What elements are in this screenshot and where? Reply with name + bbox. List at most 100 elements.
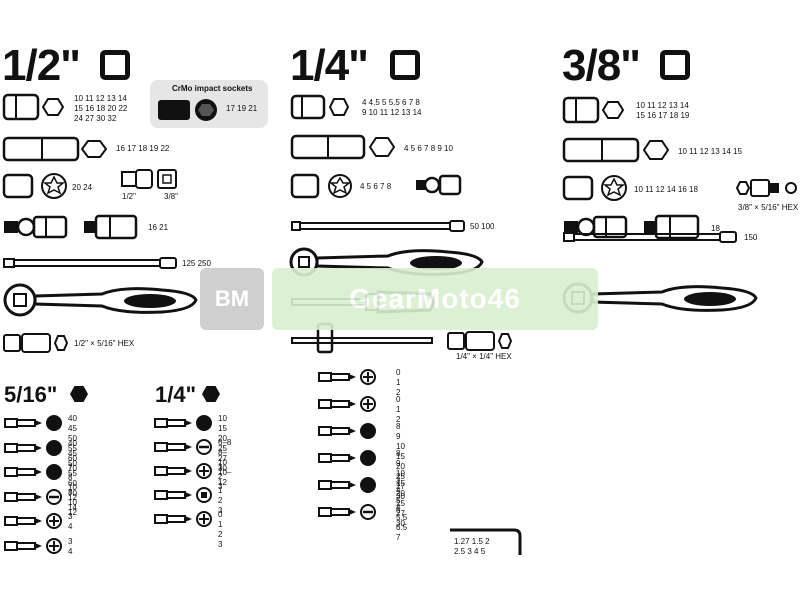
bit-1-4-row: 10 15 20 25 27 30 — [154, 414, 227, 473]
bit-center-sizes: 3 4 5 6 — [396, 476, 401, 515]
torx-socket-icon — [2, 173, 67, 199]
heading-half-inch: 1/2" — [2, 41, 81, 90]
bit-icon — [318, 423, 376, 439]
torx-socket-icon — [290, 173, 352, 199]
bit-1-4-row: 1 2 3 — [154, 486, 222, 515]
quarter-deep-sizes: 4 5 6 7 8 9 10 — [404, 144, 453, 153]
bit-icon — [318, 369, 376, 385]
bit-icon — [154, 415, 212, 431]
bit-center-row: 4 5.5 6.5 7 — [318, 503, 407, 542]
bit-adapter-icon — [447, 331, 513, 351]
bit-5-16-sizes: 8 10 12 — [68, 487, 77, 517]
bit-5-16-sizes: 40 45 50 55 60 70 — [68, 414, 77, 473]
bit-center-sizes: 0 1 2 — [396, 395, 401, 424]
quarter-torx-sizes: 4 5 6 7 8 — [360, 182, 392, 191]
impact-socket-icon — [158, 99, 217, 121]
deep-torx-socket-icon — [84, 214, 138, 240]
bit-center-sizes: 8 9 10 15 20 25 27 30 — [396, 449, 405, 528]
bit-5-16-sizes: 7 8 10 12 14 — [68, 463, 77, 512]
square-drive-icon — [660, 50, 690, 80]
bit-center-sizes: 0 1 2 — [396, 368, 401, 397]
short-socket-icon — [290, 94, 350, 120]
crmo-sizes: 17 19 21 — [226, 104, 258, 113]
half-hex-adapter-label: 1/2" × 5/16" HEX — [74, 339, 135, 348]
adapter-icons — [121, 169, 177, 189]
bit-5-16-row: 3 4 — [4, 537, 72, 560]
bit-icon — [318, 504, 376, 520]
bit-5-16-row: 8 10 12 — [4, 488, 77, 517]
quarter-short-sizes: 4 4.5 5 5.5 6 7 8 9 10 11 12 13 14 — [362, 98, 422, 117]
bit-icon — [4, 513, 62, 529]
extension-bar-icon — [563, 231, 737, 243]
bit-1-4-row: 0 1 2 3 — [154, 510, 222, 549]
bit-icon — [4, 415, 62, 431]
heading-five-sixteenths-bits: 5/16" — [4, 382, 58, 407]
three-eighths-deep-torx-sizes: 18 — [711, 224, 720, 233]
bit-icon — [318, 396, 376, 412]
three-eighths-short-sizes: 10 11 12 13 14 15 16 17 18 19 — [636, 101, 690, 120]
bit-1-4-sizes: 1 2 3 — [218, 486, 223, 515]
bit-1-4-sizes: 10 15 20 25 27 30 — [218, 414, 227, 473]
half-deep-sizes: 16 17 18 19 22 — [116, 144, 170, 153]
bit-1-4-row: 1 2 3 — [154, 462, 222, 491]
half-extension-sizes: 125 250 — [182, 259, 211, 268]
bit-5-16-row: 40 45 50 55 60 70 — [4, 414, 77, 473]
bit-center-sizes: 8 9 10 15 20 25 27 30 — [396, 422, 405, 501]
bit-center-row: 3 4 5 6 — [318, 476, 400, 515]
half-short-sizes: 10 11 12 13 14 15 16 18 20 22 24 27 30 3… — [74, 94, 128, 123]
extension-bar-icon — [3, 257, 177, 269]
extension-bar-icon — [291, 220, 465, 232]
universal-joint-icon — [4, 215, 68, 239]
bit-5-16-sizes: 40 45 50 55 60 70 — [68, 438, 77, 498]
deep-socket-icon — [290, 134, 396, 160]
short-socket-icon — [2, 93, 65, 121]
bit-icon — [4, 488, 62, 505]
bit-icon — [154, 511, 212, 527]
bit-icon — [318, 450, 376, 466]
deep-socket-icon — [562, 137, 670, 163]
half-torx-sizes: 20 24 — [72, 183, 93, 192]
ratchet-icon — [289, 247, 484, 277]
hex-drive-icon — [70, 386, 88, 402]
crmo-impact-box: CrMo impact sockets 17 19 21 — [150, 80, 268, 128]
adapter-label-three-eighths: 3/8" — [164, 192, 178, 201]
watermark-text: GearMoto46 — [272, 268, 598, 330]
crmo-title: CrMo impact sockets — [172, 84, 253, 93]
bit-1-4-row: 6–8 8–10 10–12 — [154, 438, 231, 487]
square-drive-icon — [390, 50, 420, 80]
heading-three-eighths-inch: 3/8" — [562, 41, 641, 90]
bit-5-16-row: 3 4 — [4, 512, 72, 535]
bit-icon — [4, 464, 62, 480]
bit-icon — [4, 537, 62, 554]
torx-socket-icon — [562, 175, 627, 201]
ratchet-icon — [3, 283, 198, 317]
bit-center-row: 0 1 2 — [318, 368, 400, 397]
hex-key-icon — [450, 528, 522, 555]
bit-center-sizes: 4 5.5 6.5 7 — [396, 503, 408, 542]
quarter-extension-sizes: 50 100 — [470, 222, 495, 231]
bit-5-16-row: 40 45 50 55 60 70 — [4, 439, 77, 498]
bit-5-16-sizes: 3 4 — [68, 512, 73, 531]
bit-1-4-sizes: 0 1 2 3 — [218, 510, 223, 549]
bit-1-4-sizes: 1 2 3 — [218, 462, 223, 491]
three-eighths-hex-adapter-label: 3/8" × 5/16" HEX — [738, 203, 799, 212]
heading-quarter-inch: 1/4" — [290, 41, 369, 90]
three-eighths-extension-sizes: 150 — [744, 233, 758, 242]
bit-adapter-icon — [735, 179, 797, 197]
bit-5-16-sizes: 3 4 — [68, 536, 73, 556]
quarter-hex-adapter-label: 1/4" × 1/4" HEX — [456, 352, 512, 361]
bit-center-row: 0 1 2 — [318, 395, 400, 424]
bit-1-4-sizes: 6–8 8–10 10–12 — [218, 438, 232, 487]
watermark-logo: BM — [200, 268, 264, 330]
square-drive-icon — [100, 50, 130, 80]
bit-5-16-row: 7 8 10 12 14 — [4, 463, 77, 512]
bit-adapter-icon — [3, 333, 69, 353]
half-deep-torx-sizes: 16 21 — [148, 223, 169, 232]
short-socket-icon — [562, 96, 625, 124]
deep-socket-icon — [2, 136, 108, 162]
bit-icon — [154, 463, 212, 479]
three-eighths-torx-sizes: 10 11 12 14 16 18 — [634, 185, 698, 194]
adapter-label-half: 1/2" — [122, 192, 136, 201]
hex-drive-icon — [202, 386, 220, 402]
bit-icon — [4, 439, 62, 456]
